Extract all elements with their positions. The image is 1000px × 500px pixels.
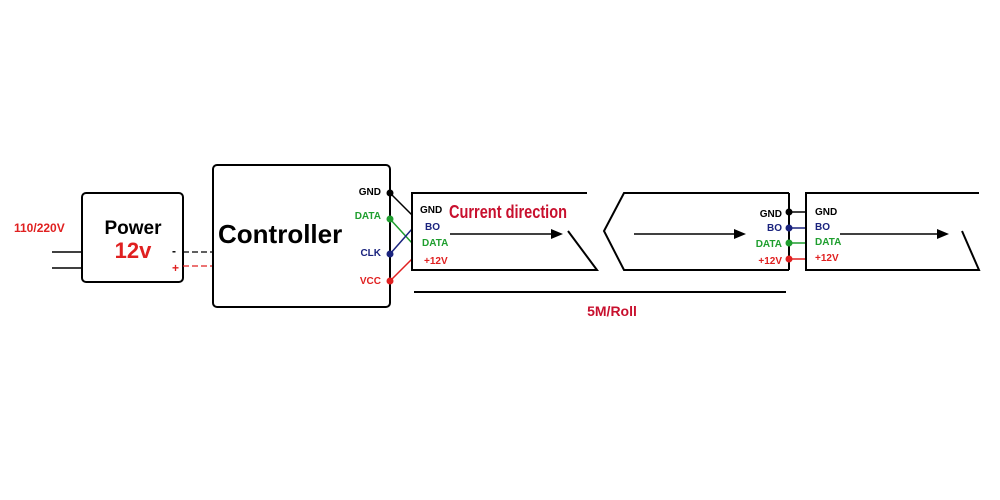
controller-gnd-terminal — [386, 189, 394, 197]
strip-segment-first — [411, 192, 599, 271]
wire-gnd — [389, 192, 413, 216]
joint-data-terminal — [785, 239, 793, 247]
wire-data — [389, 218, 413, 244]
current-direction-label: Current direction — [449, 202, 567, 222]
controller-data-terminal — [386, 215, 394, 223]
joint-gnd-terminal — [785, 208, 793, 216]
input-voltage-label: 110/220V — [14, 221, 65, 235]
strip-next-pin-12v: +12V — [815, 253, 839, 264]
strip-segment-next — [805, 192, 981, 271]
controller-vcc-terminal — [386, 277, 394, 285]
power-supply-title: Power — [104, 218, 162, 239]
controller-box — [212, 164, 391, 308]
strip-start-pin-bo: BO — [425, 222, 440, 233]
strip-start-pin-gnd: GND — [420, 205, 442, 216]
wire-vcc — [389, 258, 413, 282]
joint-12v-terminal — [785, 255, 793, 263]
power-supply-voltage: 12v — [115, 238, 152, 263]
strip-start-pin-data: DATA — [422, 238, 448, 249]
controller-pin-clk: CLK — [360, 248, 381, 259]
strip-next-pin-data: DATA — [815, 237, 841, 248]
direction-arrow-head-1 — [551, 229, 563, 239]
controller-pin-data: DATA — [355, 211, 381, 222]
strip-start-pin-12v: +12V — [424, 256, 448, 267]
strip-next-pin-bo: BO — [815, 222, 830, 233]
controller-pin-gnd: GND — [359, 187, 381, 198]
joint-bo-terminal — [785, 224, 793, 232]
strip-segment-middle — [602, 192, 789, 271]
direction-arrow-head-3 — [937, 229, 949, 239]
controller-pin-vcc: VCC — [360, 276, 381, 287]
controller-title: Controller — [218, 219, 342, 249]
strip-end-pin-bo: BO — [767, 223, 782, 234]
power-supply-box — [81, 192, 184, 283]
strip-end-pin-12v: +12V — [758, 256, 782, 267]
strip-end-pin-data: DATA — [756, 239, 782, 250]
power-plus-label: + — [172, 261, 179, 275]
strip-end-pin-gnd: GND — [760, 209, 782, 220]
roll-length-label: 5M/Roll — [587, 303, 637, 319]
power-minus-label: - — [172, 244, 176, 258]
direction-arrow-head-2 — [734, 229, 746, 239]
controller-clk-terminal — [386, 250, 394, 258]
wire-clk — [389, 228, 413, 255]
strip-next-pin-gnd: GND — [815, 207, 837, 218]
